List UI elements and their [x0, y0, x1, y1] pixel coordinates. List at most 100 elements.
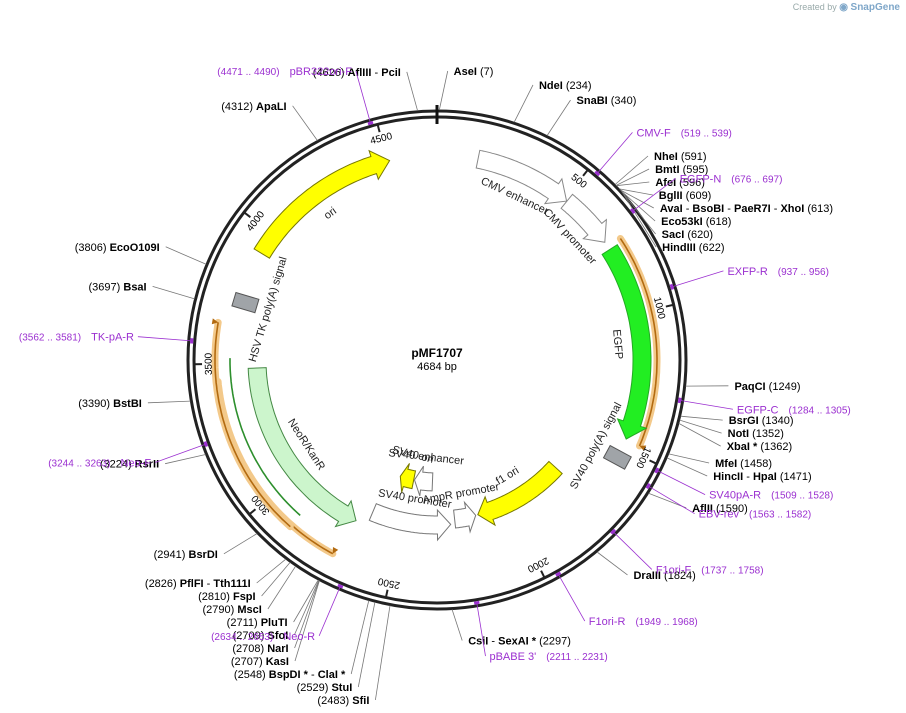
primer-label[interactable]: F1ori-R(1949 .. 1968): [589, 616, 698, 628]
primer-ebv-rev[interactable]: EBV-rev(1563 .. 1582): [645, 482, 811, 521]
restriction-site[interactable]: SnaBI (340): [546, 95, 637, 136]
feature-shape[interactable]: [560, 193, 607, 243]
site-label[interactable]: SnaBI (340): [577, 95, 637, 107]
restriction-site[interactable]: (2810) FspI: [198, 562, 291, 603]
primer-label[interactable]: (3244 .. 3263)Neo-F: [48, 458, 151, 470]
primer-label[interactable]: CMV-F(519 .. 539): [636, 127, 731, 139]
primer-label[interactable]: (2634 .. 2653)Neo-R: [211, 631, 315, 643]
primer-mark[interactable]: [594, 170, 601, 177]
site-label[interactable]: (2529) StuI: [297, 682, 353, 694]
site-label[interactable]: PaqCI (1249): [734, 381, 800, 393]
feature-shape[interactable]: [368, 503, 452, 542]
primer-f1ori-f[interactable]: F1ori-F(1737 .. 1758): [610, 528, 764, 577]
primer-mark[interactable]: [555, 571, 562, 577]
site-label[interactable]: XbaI * (1362): [727, 441, 792, 453]
feature-shape[interactable]: [413, 465, 434, 497]
feature-ori[interactable]: ori: [253, 149, 391, 259]
feature-shape[interactable]: [601, 244, 652, 440]
restriction-site[interactable]: BglII (609): [619, 188, 712, 202]
orf-line[interactable]: [214, 322, 291, 528]
site-label[interactable]: (3390) BstBI: [78, 398, 142, 410]
feature-shape[interactable]: [399, 463, 417, 493]
feature-shape[interactable]: [253, 149, 391, 259]
primer-mark[interactable]: [654, 467, 660, 474]
restriction-site[interactable]: NdeI (234): [513, 80, 592, 123]
site-label[interactable]: (2707) KasI: [231, 656, 289, 668]
restriction-site[interactable]: NotI (1352): [679, 419, 784, 440]
restriction-site[interactable]: SacI (620): [621, 191, 713, 241]
site-label[interactable]: (2709) SfoI: [233, 630, 289, 642]
site-label[interactable]: MfeI (1458): [715, 458, 772, 470]
primer-exfp-r[interactable]: EXFP-R(937 .. 956): [669, 266, 829, 290]
restriction-site[interactable]: (2529) StuI: [297, 602, 376, 694]
restriction-site[interactable]: (2707) KasI: [231, 580, 320, 668]
site-label[interactable]: (3806) EcoO109I: [75, 242, 160, 254]
feature-cmv-promoter[interactable]: CMV promoter: [541, 193, 607, 267]
restriction-site[interactable]: (2709) SfoI: [233, 580, 320, 642]
site-label[interactable]: AflII (1590): [692, 503, 748, 515]
site-label[interactable]: AfeI (596): [655, 177, 705, 189]
site-label[interactable]: BmtI (595): [655, 164, 708, 176]
restriction-site[interactable]: NheI (591): [614, 151, 707, 185]
orf-line[interactable]: [619, 238, 658, 447]
restriction-site[interactable]: (3806) EcoO109I: [75, 242, 207, 265]
primer-mark[interactable]: [645, 482, 651, 490]
site-label[interactable]: AvaI - BsoBI - PaeR7I - XhoI (613): [660, 203, 833, 215]
primer-layer[interactable]: CMV-F(519 .. 539) EGFP-N(676 .. 697) EXFP-…: [19, 66, 851, 663]
primer-tk-pa-r[interactable]: (3562 .. 3581)TK-pA-R: [19, 332, 194, 344]
site-label[interactable]: NheI (591): [654, 151, 707, 163]
restriction-site[interactable]: XbaI * (1362): [678, 423, 792, 453]
feature-shape[interactable]: [602, 444, 632, 470]
primer-mark[interactable]: [203, 441, 209, 448]
primer-label[interactable]: (4471 .. 4490)pBR322ori-F: [217, 66, 352, 78]
restriction-site[interactable]: AvaI - BsoBI - PaeR7I - XhoI (613): [620, 189, 833, 215]
site-label[interactable]: BsrGI (1340): [729, 415, 794, 427]
restriction-site[interactable]: BsrGI (1340): [680, 415, 794, 427]
restriction-site[interactable]: (2826) PflFI - Tth111I: [145, 558, 287, 590]
site-label[interactable]: (2483) SfiI: [317, 695, 369, 707]
site-label[interactable]: (4626) AflIII - PciI: [313, 67, 401, 79]
restriction-site[interactable]: (2941) BsrDI: [154, 533, 258, 561]
restriction-site[interactable]: (4626) AflIII - PciI: [313, 67, 418, 111]
feature-cmv-enhancer[interactable]: CMV enhancer: [475, 149, 568, 218]
site-label[interactable]: NdeI (234): [539, 80, 592, 92]
primer-label[interactable]: (3562 .. 3581)TK-pA-R: [19, 332, 134, 344]
feature-shape[interactable]: [453, 500, 477, 534]
site-label[interactable]: CsiI - SexAI * (2297): [468, 635, 571, 647]
feature-egfp[interactable]: EGFP: [601, 244, 652, 440]
primer-mark[interactable]: [367, 121, 374, 126]
site-label[interactable]: (2548) BspDI * - ClaI *: [234, 669, 346, 681]
restriction-site[interactable]: (3697) BsaI: [89, 281, 195, 300]
restriction-site[interactable]: (2708) NarI: [232, 580, 320, 656]
restriction-site[interactable]: (4312) ApaLI: [221, 101, 318, 141]
restriction-site[interactable]: (2711) PluTI: [227, 579, 319, 629]
primer-mark[interactable]: [610, 528, 617, 535]
site-label[interactable]: (3697) BsaI: [89, 281, 147, 293]
primer-mark[interactable]: [337, 583, 344, 589]
restriction-site[interactable]: Eco53kI (618): [621, 190, 731, 228]
primer-label[interactable]: EGFP-C(1284 .. 1305): [737, 404, 851, 416]
site-label[interactable]: (2941) BsrDI: [154, 549, 218, 561]
primer-neo-f[interactable]: (3244 .. 3263)Neo-F: [48, 441, 209, 470]
restriction-site[interactable]: MfeI (1458): [668, 453, 772, 470]
primer-mark[interactable]: [669, 283, 675, 290]
primer-label[interactable]: pBABE 3'(2211 .. 2231): [489, 651, 607, 663]
restriction-site[interactable]: DraIII (1824): [596, 551, 696, 582]
site-label[interactable]: Eco53kI (618): [661, 216, 731, 228]
site-label[interactable]: HincII - HpaI (1471): [713, 471, 811, 483]
primer-pbr322ori-f[interactable]: (4471 .. 4490)pBR322ori-F: [217, 66, 374, 126]
primer-label[interactable]: SV40pA-R(1509 .. 1528): [709, 490, 833, 502]
site-label[interactable]: BglII (609): [659, 190, 712, 202]
primer-label[interactable]: F1ori-F(1737 .. 1758): [656, 564, 764, 576]
primer-sv40pa-r[interactable]: SV40pA-R(1509 .. 1528): [654, 467, 834, 502]
site-label[interactable]: (4312) ApaLI: [221, 101, 286, 113]
primer-mark[interactable]: [473, 600, 480, 605]
restriction-site[interactable]: (2483) SfiI: [317, 605, 391, 708]
site-label[interactable]: AseI (7): [454, 66, 494, 78]
primer-egfp-n[interactable]: EGFP-N(676 .. 697): [629, 173, 782, 215]
primer-egfp-c[interactable]: EGFP-C(1284 .. 1305): [677, 397, 851, 416]
primer-neo-r[interactable]: (2634 .. 2653)Neo-R: [211, 583, 344, 643]
primer-label[interactable]: EXFP-R(937 .. 956): [727, 266, 829, 278]
restriction-site[interactable]: AseI (7): [438, 66, 494, 111]
feature-shape[interactable]: [475, 149, 568, 205]
